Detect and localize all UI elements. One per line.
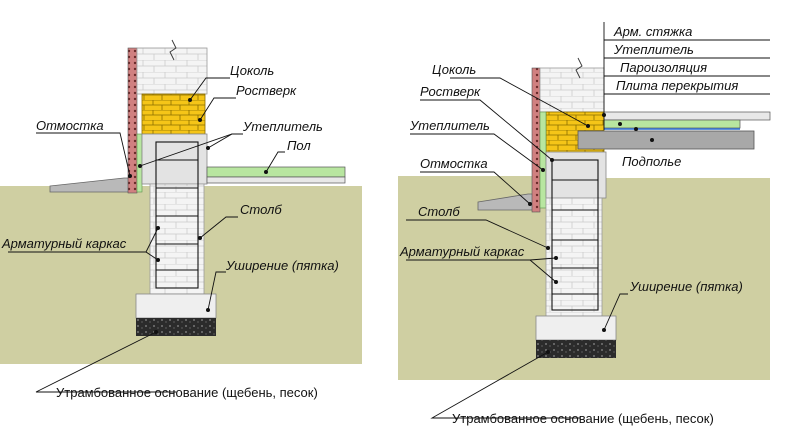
right-label-plita: Плита перекрытия (616, 78, 738, 93)
right-gravel (536, 340, 616, 358)
left-label-otmostka: Отмостка (36, 118, 104, 133)
right-socle-masonry (539, 67, 605, 113)
right-leaders (406, 77, 628, 419)
right-floor-insulation (603, 119, 741, 129)
left-socle-masonry (136, 47, 208, 95)
left-rebar-cage (155, 141, 199, 289)
left-label-uteplitel: Утеплитель (242, 119, 323, 134)
right-rebar-cage (551, 159, 599, 311)
right-grillage-band (545, 151, 607, 199)
left-pillar (149, 183, 205, 295)
right-label-ushirenie: Уширение (пятка) (629, 279, 743, 294)
left-label-rostverk: Ростверк (236, 83, 297, 98)
right-insulation-vertical (539, 111, 547, 209)
left-label-base: Утрамбованное основание (щебень, песок) (56, 385, 318, 400)
left-footing (135, 293, 217, 319)
right-floor-screed (603, 111, 771, 121)
right-underfloor-void (604, 150, 770, 178)
left-facing-strip (127, 47, 138, 194)
right-label-stolb: Столб (418, 204, 460, 219)
right-label-cokol: Цоколь (432, 62, 476, 77)
right-layer-dots (602, 113, 654, 142)
right-label-uteplitel: Утеплитель (409, 118, 490, 133)
left-floor-insulation (206, 166, 346, 178)
left-label-ushirenie: Уширение (пятка) (225, 258, 339, 273)
right-label-arm: Арм. стяжка (613, 24, 692, 39)
right-label-karkas: Арматурный каркас (399, 244, 525, 259)
right-label-rostverk: Ростверк (420, 84, 481, 99)
left-label-karkas: Арматурный каркас (1, 236, 127, 251)
right-label-uteplitel-top: Утеплитель (613, 42, 694, 57)
left-break-mark (169, 39, 177, 61)
left-label-cokol: Цоколь (230, 63, 274, 78)
right-footing (535, 315, 617, 341)
left-label-stolb: Столб (240, 202, 282, 217)
right-floor-slab (577, 130, 755, 150)
right-layer-callout (603, 22, 770, 130)
left-label-pol: Пол (287, 138, 311, 153)
right-label-podpolye: Подполье (622, 154, 681, 169)
left-leaders (8, 77, 285, 393)
left-brick-grillage (141, 93, 206, 135)
left-blind-area (49, 177, 133, 193)
left-insulation-vertical (136, 133, 143, 193)
right-label-paroizol: Пароизоляция (620, 60, 707, 75)
right-facing-strip (531, 67, 541, 213)
right-break-mark (575, 57, 583, 79)
left-floor-top (206, 176, 346, 184)
left-gravel (136, 318, 216, 336)
right-label-base: Утрамбованное основание (щебень, песок) (452, 411, 714, 426)
left-diagram: Цоколь Ростверк Отмостка Утеплитель Пол … (0, 39, 362, 400)
right-diagram: Арм. стяжка Утеплитель Пароизоляция Плит… (398, 22, 771, 426)
right-label-otmostka: Отмостка (420, 156, 488, 171)
